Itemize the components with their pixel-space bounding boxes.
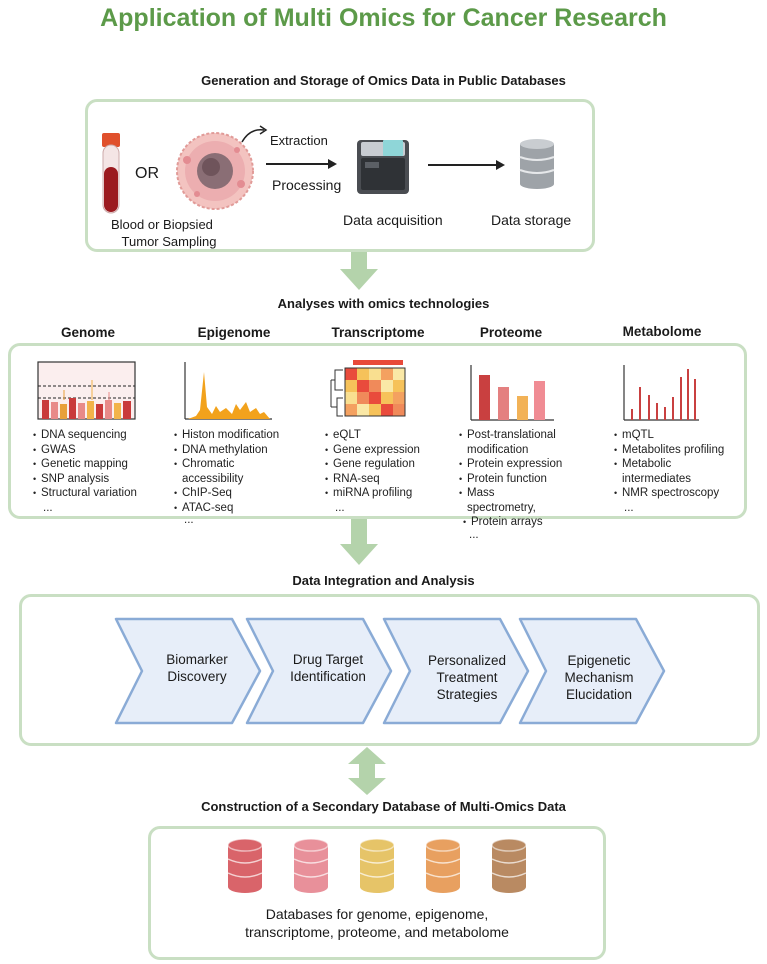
down-arrow-1 [340, 252, 378, 290]
proteome-list: Post-translational modification Protein … [459, 428, 562, 540]
list-item: DNA methylation [174, 443, 279, 458]
section3-heading: Data Integration and Analysis [292, 573, 475, 588]
genome-database-icon [227, 838, 263, 893]
page-title: Application of Multi Omics for Cancer Re… [100, 4, 667, 32]
sampling-label-1: Blood or Biopsied [111, 217, 213, 232]
list-item: Chromatic [174, 457, 279, 472]
extraction-label: Extraction [270, 133, 328, 148]
genome-manhattan-plot-icon [37, 361, 136, 420]
list-item: ChIP-Seq [174, 486, 279, 501]
section1-heading: Generation and Storage of Omics Data in … [201, 73, 566, 88]
list-item: RNA-seq [325, 472, 420, 487]
extraction-curve-arrow [241, 125, 268, 143]
list-item: miRNA profiling [325, 486, 420, 501]
list-item: GWAS [33, 443, 137, 458]
sequencer-icon [357, 140, 409, 194]
list-item: DNA sequencing [33, 428, 137, 443]
storage-label: Data storage [491, 212, 572, 228]
list-item: Metabolic [614, 457, 724, 472]
chevron-step-1 [114, 617, 262, 725]
chevron-step-3 [382, 617, 530, 725]
list-item: mQTL [614, 428, 724, 443]
chevron-step-2-label: Drug Target Identification [290, 652, 366, 684]
list-item: Structural variation [33, 486, 137, 501]
metabolome-title: Metabolome [622, 324, 702, 339]
list-ellipsis: ... [469, 528, 479, 541]
transcriptome-database-icon [359, 838, 395, 893]
data-generation-panel [85, 99, 595, 252]
or-label: OR [135, 165, 159, 182]
list-ellipsis: ... [43, 501, 53, 514]
list-item: Metabolites profiling [614, 443, 724, 458]
genome-list: DNA sequencing GWAS Genetic mapping SNP … [33, 428, 137, 515]
list-item: Post-translational [459, 428, 562, 443]
database-caption: Databases for genome, epigenome, transcr… [245, 906, 509, 940]
blood-tube-icon [102, 133, 120, 214]
epigenome-title: Epigenome [197, 325, 271, 340]
section4-heading: Construction of a Secondary Database of … [201, 799, 566, 814]
sampling-label-2: Tumor Sampling [121, 234, 217, 249]
down-arrow-2 [340, 519, 378, 565]
list-item-continuation: spectrometry, [467, 501, 536, 514]
list-item-continuation: accessibility [182, 472, 244, 485]
transcriptome-list: eQLT Gene expression Gene regulation RNA… [325, 428, 420, 515]
tumor-icon [176, 132, 254, 210]
list-item: Protein expression [459, 457, 562, 472]
list-item: Protein arrays [463, 515, 562, 530]
list-ellipsis: ... [335, 501, 345, 514]
proteome-database-icon [425, 838, 461, 893]
list-item-continuation: intermediates [622, 472, 692, 485]
storage-arrow [428, 160, 505, 170]
processing-label: Processing [272, 177, 342, 193]
metabolome-list: mQTL Metabolites profiling Metabolic int… [614, 428, 724, 515]
epigenome-list: Histon modification DNA methylation Chro… [174, 428, 279, 526]
acquisition-label: Data acquisition [343, 212, 443, 228]
epigenome-peak-plot-icon [184, 362, 272, 420]
transcriptome-title: Transcriptome [331, 325, 425, 340]
integration-chevrons [114, 617, 666, 725]
list-item: SNP analysis [33, 472, 137, 487]
transcriptome-heatmap-icon [330, 360, 406, 417]
list-item: Gene regulation [325, 457, 420, 472]
bidirectional-arrow [348, 747, 386, 795]
database-icons-row [227, 838, 527, 893]
list-item: ATAC-seq [174, 501, 279, 516]
chevron-step-4 [518, 617, 666, 725]
list-item: Gene expression [325, 443, 420, 458]
proteome-title: Proteome [479, 325, 543, 340]
list-item: Histon modification [174, 428, 279, 443]
chevron-step-2 [245, 617, 393, 725]
list-item-continuation: modification [467, 443, 529, 456]
metabolome-spectrum-icon [623, 365, 699, 421]
chevron-step-4-label: Epigenetic Mechanism Elucidation [564, 653, 634, 702]
list-item: eQLT [325, 428, 420, 443]
genome-title: Genome [60, 325, 115, 340]
list-ellipsis: ... [184, 514, 194, 526]
chevron-step-3-label: Personalized Treatment Strategies [427, 653, 507, 702]
proteome-bar-chart-icon [470, 365, 554, 421]
list-ellipsis: ... [624, 501, 634, 514]
list-item: NMR spectroscopy [614, 486, 724, 501]
processing-arrow [266, 159, 337, 169]
chevron-step-1-label: Biomarker Discovery [166, 652, 228, 684]
metabolome-database-icon [491, 838, 527, 893]
storage-database-icon [519, 139, 555, 189]
section2-heading: Analyses with omics technologies [277, 296, 490, 311]
list-item: Genetic mapping [33, 457, 137, 472]
list-item: Mass [459, 486, 562, 501]
list-item: Protein function [459, 472, 562, 487]
epigenome-database-icon [293, 838, 329, 893]
